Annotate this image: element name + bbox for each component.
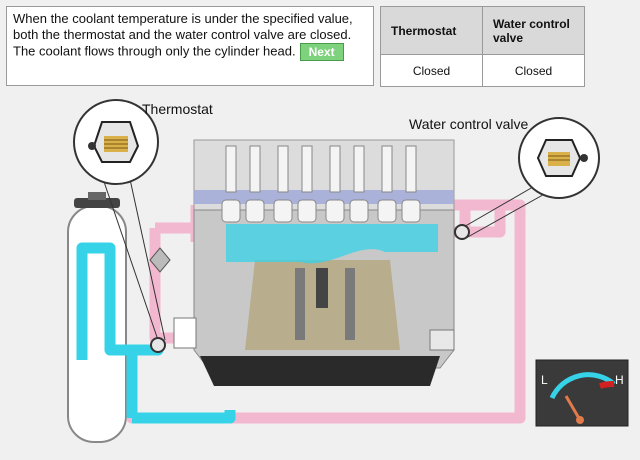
water-control-valve-callout	[454, 117, 600, 240]
description-line-2: The coolant flows through only the cylin…	[13, 43, 367, 61]
valve-state-table: Thermostat Water control valve Closed Cl…	[380, 6, 585, 87]
thermostat-label: Thermostat	[142, 101, 213, 117]
water-control-valve-label: Water control valve	[409, 116, 529, 132]
description-line-2-text: The coolant flows through only the cylin…	[13, 43, 296, 59]
cylinder-head-valves	[221, 145, 421, 223]
thermostat-state: Closed	[380, 54, 483, 87]
thermostat-callout	[73, 99, 166, 353]
head-coolant-jacket	[226, 224, 438, 264]
water-control-valve-state: Closed	[482, 54, 585, 87]
temperature-gauge: L H	[535, 359, 629, 427]
water-pump	[149, 247, 171, 273]
gauge-needle	[564, 395, 582, 421]
gauge-high-label: H	[615, 373, 624, 387]
header-water-control-valve: Water control valve	[482, 6, 585, 55]
gauge-low-label: L	[541, 373, 548, 387]
description-panel: When the coolant temperature is under th…	[6, 6, 374, 86]
next-button[interactable]: Next	[299, 43, 344, 61]
description-line-1: When the coolant temperature is under th…	[13, 11, 353, 42]
